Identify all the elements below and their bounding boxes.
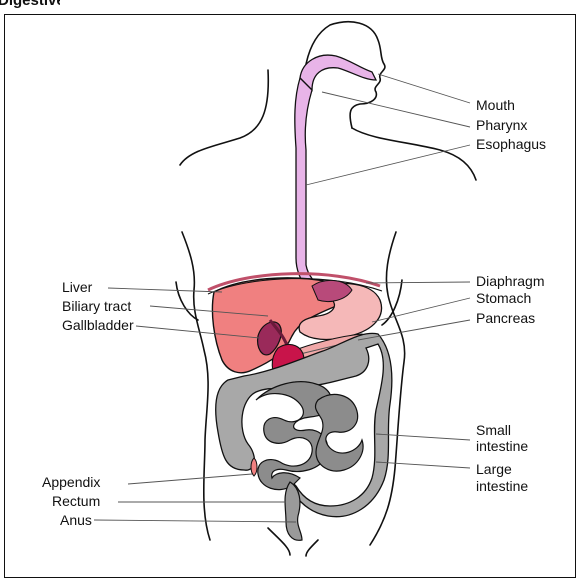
label-stomach: Stomach: [476, 290, 531, 306]
left-shoulder: [180, 70, 268, 165]
label-anus: Anus: [60, 512, 92, 528]
label-gallbladder: Gallbladder: [62, 317, 134, 333]
label-pharynx: Pharynx: [476, 117, 527, 133]
label-appendix: Appendix: [42, 474, 100, 490]
label-small-intestine-line2: intestine: [476, 438, 528, 454]
label-large-intestine-line1: Large: [476, 461, 512, 477]
appendix-organ: [251, 458, 257, 476]
label-biliary-tract: Biliary tract: [62, 298, 131, 314]
left-torso: [182, 232, 210, 540]
label-mouth: Mouth: [476, 97, 515, 113]
label-rectum: Rectum: [52, 493, 100, 509]
label-large-intestine-line2: intestine: [476, 478, 528, 494]
label-diaphragm: Diaphragm: [476, 273, 544, 289]
esophagus-organ: [295, 55, 376, 290]
label-small-intestine-line1: Small: [476, 422, 511, 438]
label-liver: Liver: [62, 279, 93, 295]
small-intestine-organ: [256, 382, 363, 490]
pharynx-shape: [300, 55, 376, 90]
right-shoulder: [352, 128, 476, 180]
right-arm: [382, 280, 402, 325]
left-leg: [268, 528, 290, 555]
label-esophagus: Esophagus: [476, 136, 546, 152]
esophagus-tube: [295, 78, 320, 290]
right-leg: [306, 540, 318, 556]
label-pancreas: Pancreas: [476, 310, 535, 326]
